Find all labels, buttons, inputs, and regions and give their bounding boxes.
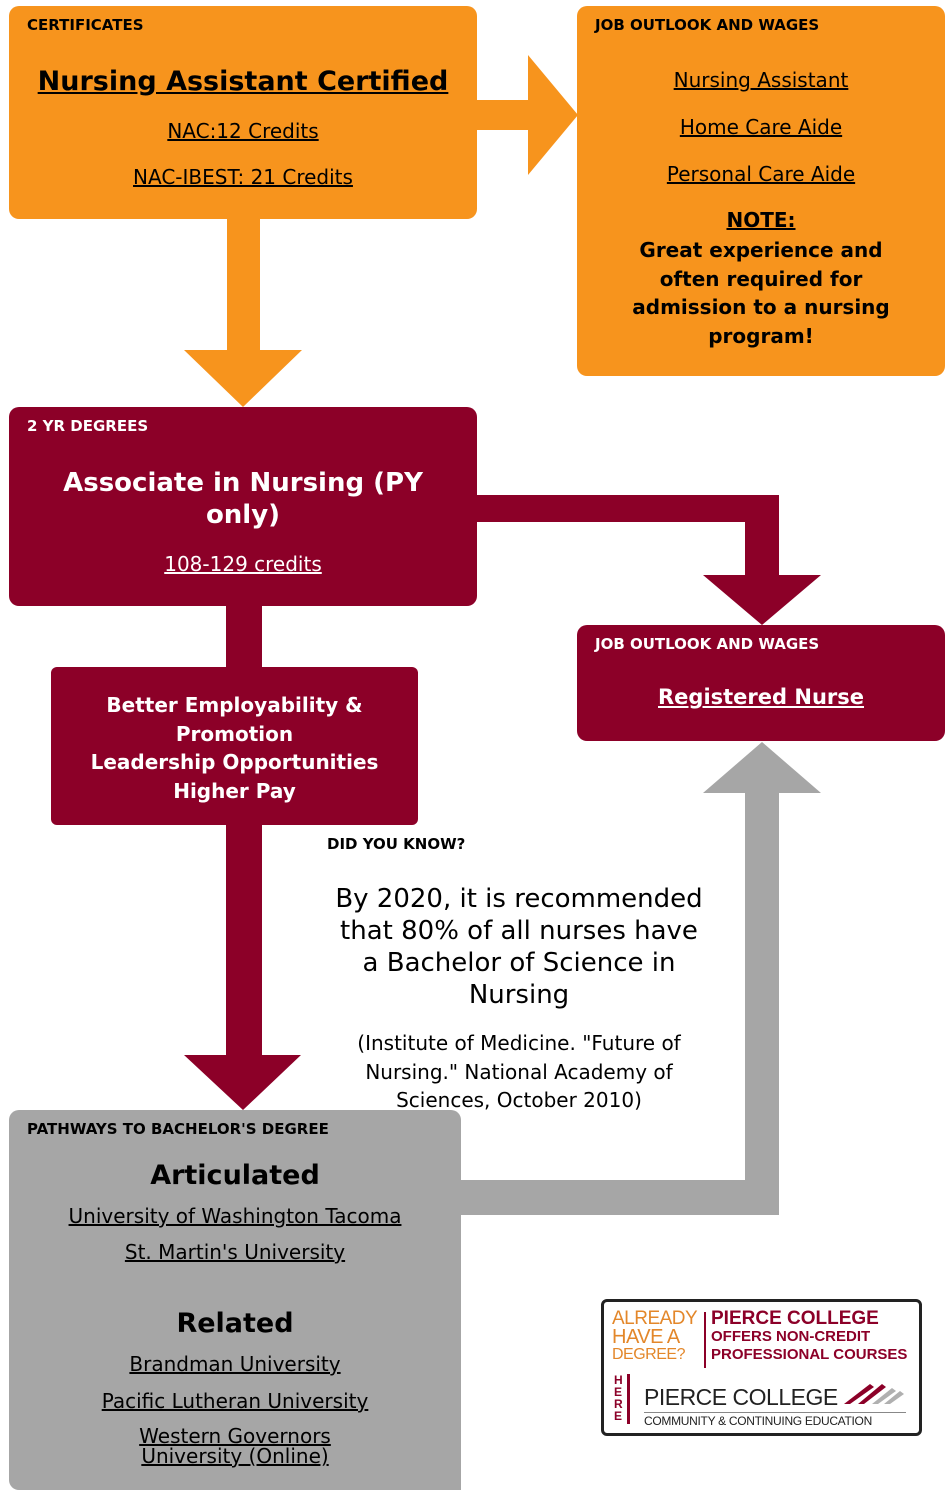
nac-credits-link[interactable]: NAC:12 Credits [167,119,319,143]
arrow-certificates-to-degree [184,215,302,407]
st-martins-link[interactable]: St. Martin's University [124,1240,346,1264]
benefit-pay: Higher Pay [173,778,296,803]
promo-here-text: HERE [614,1373,623,1423]
arrow-degree-to-pathways [184,600,301,1110]
related-title: Related [176,1308,294,1339]
pierce-logo-name: PIERCE COLLEGE [644,1384,838,1410]
arrow-pathways-to-rn [455,742,821,1215]
credits-link[interactable]: 108-129 credits [164,552,322,576]
pathways-header: PATHWAYS TO BACHELOR'S DEGREE [27,1120,329,1138]
pathways-box: PATHWAYS TO BACHELOR'S DEGREE Articulate… [9,1110,461,1490]
pierce-logo-sub: COMMUNITY & CONTINUING EDUCATION [644,1414,872,1428]
did-you-know-header: DID YOU KNOW? [327,835,466,853]
benefits-box: Better Employability & Promotion Leaders… [51,667,418,825]
pacific-lutheran-link[interactable]: Pacific Lutheran University [101,1389,369,1413]
promo-logo-line [644,1412,906,1413]
brandman-link[interactable]: Brandman University [129,1352,341,1376]
promo-left-text: ALREADY HAVE A DEGREE? [612,1308,698,1363]
nac-ibest-link[interactable]: NAC-IBEST: 21 Credits [133,165,353,189]
job-outlook-header-2: JOB OUTLOOK AND WAGES [595,635,820,653]
note-text: Great experience and often required for … [632,238,890,348]
promo-banner[interactable]: ALREADY HAVE A DEGREE? PIERCE COLLEGE OF… [601,1299,922,1436]
job-outlook-header-1: JOB OUTLOOK AND WAGES [595,16,820,34]
did-you-know-fact: By 2020, it is recommended that 80% of a… [335,884,703,1010]
nursing-assistant-link[interactable]: Nursing Assistant [673,68,849,92]
personal-care-aide-link[interactable]: Personal Care Aide [666,162,856,186]
job-outlook-box-1: JOB OUTLOOK AND WAGES Nursing Assistant … [577,6,945,376]
associate-nursing-title: Associate in Nursing (PY only) [63,468,423,530]
certificates-header: CERTIFICATES [27,16,144,34]
promo-here-bar [627,1374,630,1424]
promo-divider [704,1312,706,1368]
uw-tacoma-link[interactable]: University of Washington Tacoma [68,1204,402,1228]
pierce-logo-mark-icon [844,1384,904,1404]
registered-nurse-link[interactable]: Registered Nurse [658,685,864,709]
benefit-promotion: Promotion [175,721,294,746]
benefit-employability: Better Employability & [106,693,363,717]
certificates-box: CERTIFICATES Nursing Assistant Certified… [9,6,477,219]
articulated-title: Articulated [150,1160,320,1191]
promo-right-text: PIERCE COLLEGE OFFERS NON-CREDIT PROFESS… [711,1308,908,1363]
note-label: NOTE: [726,208,796,232]
two-yr-header: 2 YR DEGREES [27,417,149,435]
did-you-know-citation: (Institute of Medicine. "Future of Nursi… [357,1031,681,1112]
arrow-certificates-to-jobs [470,55,578,175]
two-yr-degrees-box: 2 YR DEGREES Associate in Nursing (PY on… [9,407,477,606]
job-outlook-box-2: JOB OUTLOOK AND WAGES Registered Nurse [577,625,945,741]
benefit-leadership: Leadership Opportunities [90,750,379,774]
nac-title-link[interactable]: Nursing Assistant Certified [37,66,449,97]
arrow-degree-to-rn [470,495,821,625]
home-care-aide-link[interactable]: Home Care Aide [679,115,843,139]
